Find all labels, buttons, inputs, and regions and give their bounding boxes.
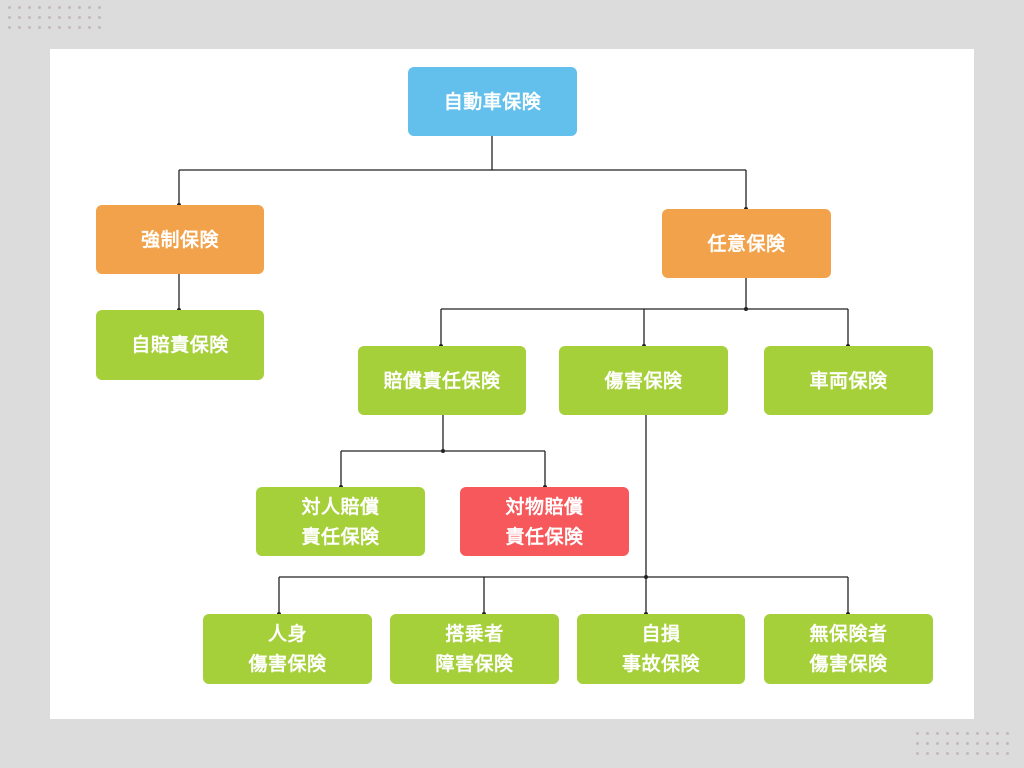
decorative-dot [8, 16, 11, 19]
decorative-dot [926, 752, 929, 755]
decorative-dot [68, 6, 71, 9]
node-vehicle-insurance: 車両保険 [764, 346, 933, 415]
decorative-dot [956, 732, 959, 735]
decorative-dot [966, 732, 969, 735]
decorative-dot [976, 742, 979, 745]
decorative-dot [68, 26, 71, 29]
node-label-line1: 対物賠償 [505, 495, 584, 518]
decorative-dot [38, 6, 41, 9]
decorative-dot [926, 732, 929, 735]
decorative-dot [28, 16, 31, 19]
node-passenger-injury: 搭乗者 障害保険 [390, 614, 559, 684]
decorative-dot [38, 26, 41, 29]
decorative-dot [966, 752, 969, 755]
decorative-dot [1006, 742, 1009, 745]
decorative-dot [48, 16, 51, 19]
decorative-dot [916, 752, 919, 755]
decorative-dot [996, 752, 999, 755]
node-label-line2: 傷害保険 [809, 653, 888, 675]
decorative-dot [48, 26, 51, 29]
decorative-dot [78, 26, 81, 29]
decorative-dot [916, 732, 919, 735]
decorative-dot [28, 6, 31, 9]
decorative-dot [976, 752, 979, 755]
decorative-dot [28, 26, 31, 29]
decorative-dot [1006, 752, 1009, 755]
decorative-dot [976, 732, 979, 735]
node-liability-insurance: 賠償責任保険 [358, 346, 526, 415]
decorative-dot [38, 16, 41, 19]
decorative-dot [8, 26, 11, 29]
node-label-line2: 障害保険 [435, 653, 514, 675]
decorative-dots-bottom-right [916, 732, 1016, 762]
decorative-dot [78, 16, 81, 19]
decorative-dot [88, 26, 91, 29]
decorative-dot [936, 732, 939, 735]
decorative-dot [986, 742, 989, 745]
decorative-dot [68, 16, 71, 19]
decorative-dot [996, 742, 999, 745]
decorative-dot [966, 742, 969, 745]
decorative-dot [956, 752, 959, 755]
node-label: 自賠責保険 [131, 334, 229, 356]
node-personal-injury: 人身 傷害保険 [203, 614, 372, 684]
decorative-dot [8, 6, 11, 9]
node-label-line2: 傷害保険 [248, 653, 327, 675]
decorative-dot [936, 742, 939, 745]
node-cali-insurance: 自賠責保険 [96, 310, 264, 380]
node-label: 自動車保険 [443, 90, 542, 113]
decorative-dot [18, 26, 21, 29]
node-label-line2: 事故保険 [621, 653, 700, 675]
node-voluntary-insurance: 任意保険 [662, 209, 831, 278]
decorative-dot [58, 16, 61, 19]
decorative-dot [88, 16, 91, 19]
decorative-dot [1006, 732, 1009, 735]
node-label: 強制保険 [140, 228, 219, 251]
decorative-dot [946, 732, 949, 735]
node-injury-insurance: 傷害保険 [559, 346, 728, 415]
decorative-dot [88, 6, 91, 9]
node-bodily-liability: 対人賠償 責任保険 [256, 487, 425, 556]
node-self-accident: 自損 事故保険 [577, 614, 745, 684]
decorative-dot [78, 6, 81, 9]
decorative-dot [926, 742, 929, 745]
decorative-dot [946, 742, 949, 745]
node-label-line2: 責任保険 [505, 525, 584, 548]
node-label-line1: 人身 [267, 623, 307, 645]
node-label: 任意保険 [707, 232, 786, 255]
decorative-dot [18, 16, 21, 19]
node-label-line2: 責任保険 [301, 525, 380, 548]
decorative-dot [956, 742, 959, 745]
node-label: 車両保険 [809, 369, 888, 392]
node-label-line1: 搭乗者 [445, 623, 504, 645]
decorative-dots-top-left [8, 6, 108, 36]
node-label: 賠償責任保険 [383, 369, 501, 392]
decorative-dot [946, 752, 949, 755]
node-auto-insurance: 自動車保険 [408, 67, 577, 136]
decorative-dot [48, 6, 51, 9]
decorative-dot [98, 6, 101, 9]
node-compulsory-insurance: 強制保険 [96, 205, 264, 274]
node-label-line1: 自損 [641, 623, 681, 645]
decorative-dot [18, 6, 21, 9]
node-label: 傷害保険 [604, 369, 683, 392]
decorative-dot [986, 752, 989, 755]
decorative-dot [98, 16, 101, 19]
decorative-dot [996, 732, 999, 735]
decorative-dot [98, 26, 101, 29]
node-uninsured-motorist: 無保険者 傷害保険 [764, 614, 933, 684]
node-label-line1: 対人賠償 [301, 495, 380, 518]
decorative-dot [936, 752, 939, 755]
decorative-dot [986, 732, 989, 735]
decorative-dot [916, 742, 919, 745]
node-label-line1: 無保険者 [809, 623, 888, 645]
node-property-liability: 対物賠償 責任保険 [460, 487, 629, 556]
decorative-dot [58, 26, 61, 29]
decorative-dot [58, 6, 61, 9]
